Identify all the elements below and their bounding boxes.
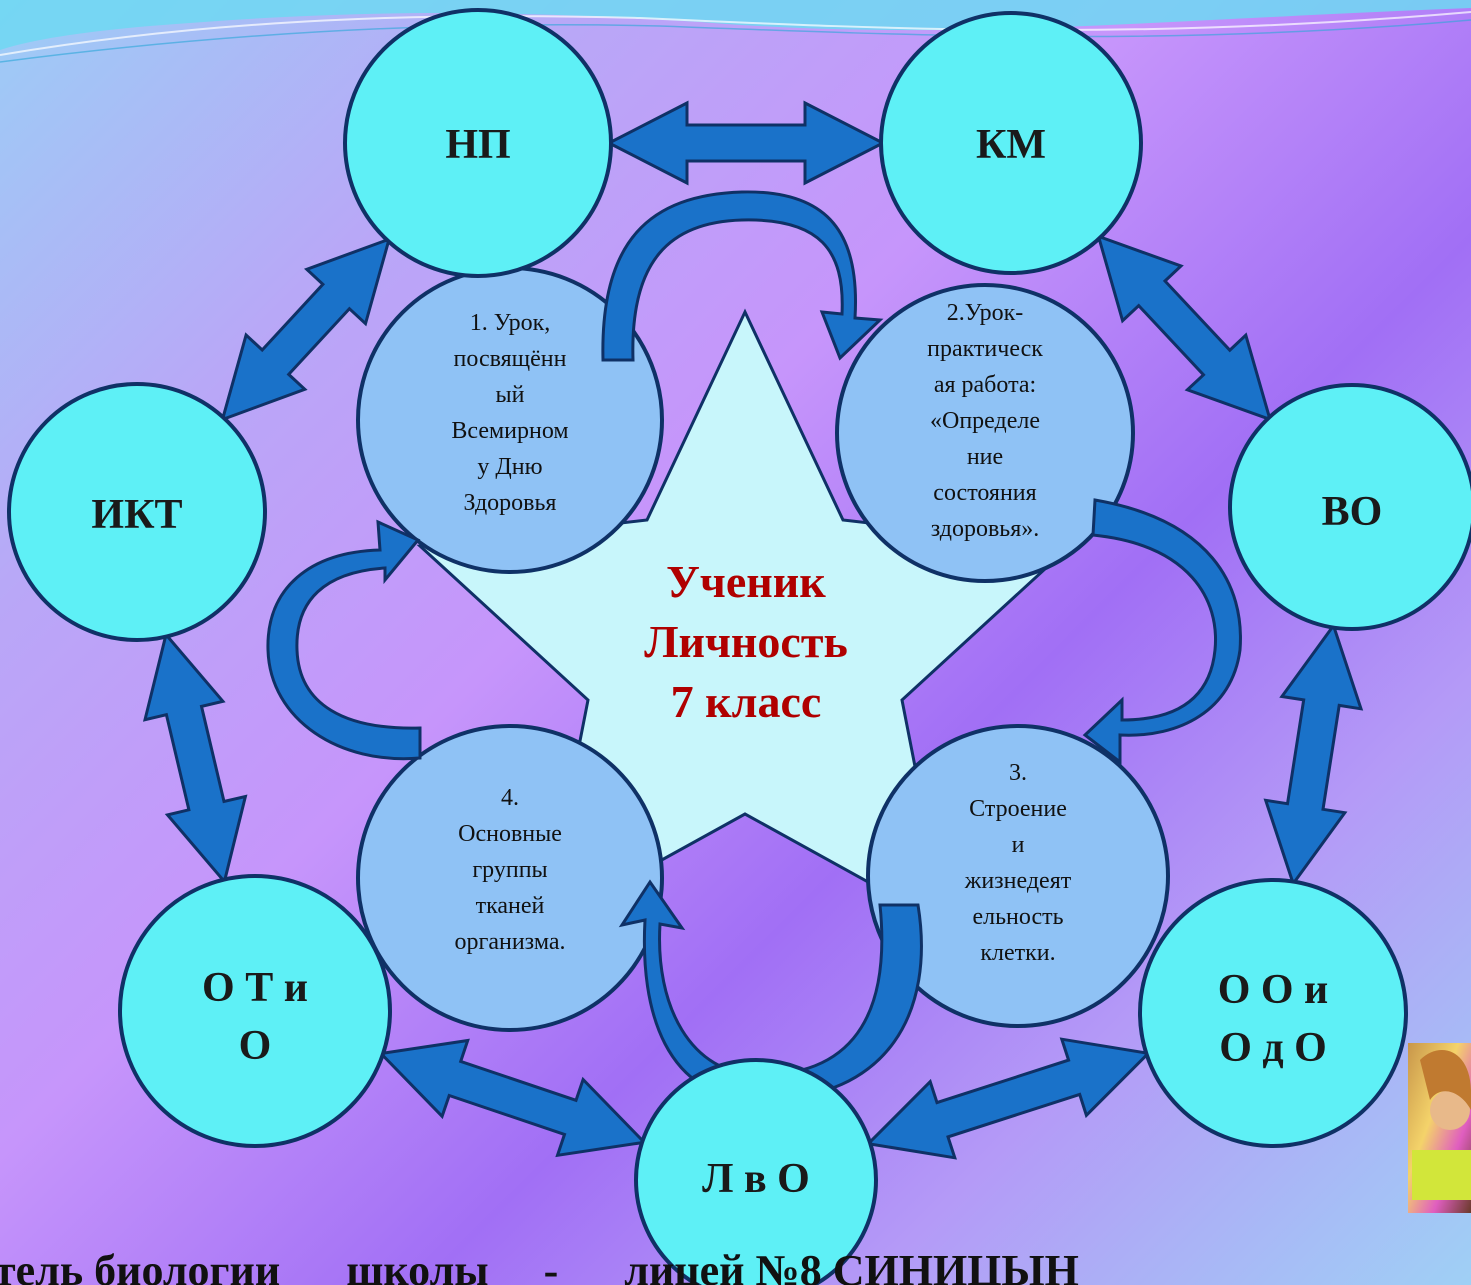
oto-label-line: О Т и [202,965,308,1011]
center-label-line: Личность [644,616,848,667]
ikt-label-line: ИКТ [91,492,182,538]
lesson1-label-line: ый [496,382,525,408]
lesson2-label: 2.Урок-практическ ая работа: «Определе ние с… [927,300,1043,542]
km-label: КМ [976,122,1046,168]
footer-text: тель биологии школы - лицей №8 СИНИЦЫН [0,1246,1079,1285]
lesson2-label-line: 2.Урок- [947,300,1024,326]
lesson3-label-line: жизнедеят [964,868,1072,894]
lesson3-label: 3. Строение и жизнедеят ельность клетки. [964,760,1072,966]
double-arrow-vo-oo [1263,622,1364,887]
inner-node-lesson2: 2.Урок-практическ ая работа: «Определе ние с… [835,283,1135,583]
lesson3-label-line: ельность [972,904,1063,930]
cycle-arrow-3-4 [618,879,923,1102]
lesson4-label-line: группы [472,857,547,883]
double-arrow-np-km [605,100,887,186]
lesson3-label-line: 3. [1009,760,1027,786]
cycle-arrow-2-3 [1082,498,1242,766]
km-label-line: КМ [976,122,1046,168]
outer-node-oo: О О и О д О [1138,878,1408,1148]
inner-node-lesson3: 3. Строение и жизнедеят ельность клетки. [866,724,1170,1028]
cycle-arrows [266,190,1242,1102]
oo-label-line: О О и [1218,967,1329,1013]
lvo-label: Л в О [702,1156,810,1202]
vo-label: ВО [1322,489,1383,535]
lesson3-label-line: и [1012,832,1025,858]
lesson1-label-line: посвящённ [454,346,567,372]
lesson4-label-line: 4. [501,785,519,811]
inner-node-lesson4: 4. Основные группы тканей организма. [356,724,664,1032]
outer-node-km: КМ [879,11,1143,275]
double-arrow-oo-lvo [865,1037,1152,1160]
lesson2-label-line: ние [967,444,1003,470]
vo-label-line: ВО [1322,489,1383,535]
lesson4-label-line: тканей [476,893,545,919]
lesson2-label-line: здоровья». [931,516,1040,542]
top-wave-decoration [0,0,1471,63]
lesson2-label-line: состояния [933,480,1036,506]
corner-photo [1408,1043,1471,1213]
oo-label-line: О д О [1219,1025,1327,1071]
oto-label: О Т и О [202,965,308,1069]
lesson1-label-line: 1. Урок, [470,310,551,336]
outer-node-oto: О Т и О [118,874,392,1148]
lesson3-label-line: клетки. [980,940,1055,966]
ikt-label: ИКТ [91,492,182,538]
lesson3-label-line: Строение [969,796,1067,822]
lesson4-label: 4. Основные группы тканей организма. [455,785,566,955]
np-label-line: НП [445,122,510,168]
lesson2-label-line: ая работа: [934,372,1036,398]
lesson2-label-line: практическ [927,336,1043,362]
cycle-arrow-4-1 [266,519,422,761]
lesson4-label-line: Основные [458,821,562,847]
outer-node-np: НП [343,8,613,278]
outer-node-vo: ВО [1228,383,1471,631]
double-arrow-oto-ikt [142,631,248,885]
double-arrow-lvo-oto [377,1038,648,1158]
np-label: НП [445,122,510,168]
lesson1-label-line: у Дню [477,454,542,480]
lvo-label-line: Л в О [702,1156,810,1202]
outer-node-lvo: Л в О [634,1058,878,1285]
outer-node-ikt: ИКТ [7,382,267,642]
lesson1-label-line: Здоровья [464,490,557,516]
lesson2-label-line: «Определе [930,408,1040,434]
center-label-line: 7 класс [671,676,822,727]
outer-arrows [142,100,1364,1160]
lesson4-label-line: организма. [455,929,566,955]
center-label-line: Ученик [666,556,826,607]
oto-label-line: О [239,1023,272,1069]
oo-label: О О и О д О [1218,967,1329,1071]
lesson1-label-line: Всемирном [451,418,568,444]
cycle-arrow-1-2 [601,190,884,362]
